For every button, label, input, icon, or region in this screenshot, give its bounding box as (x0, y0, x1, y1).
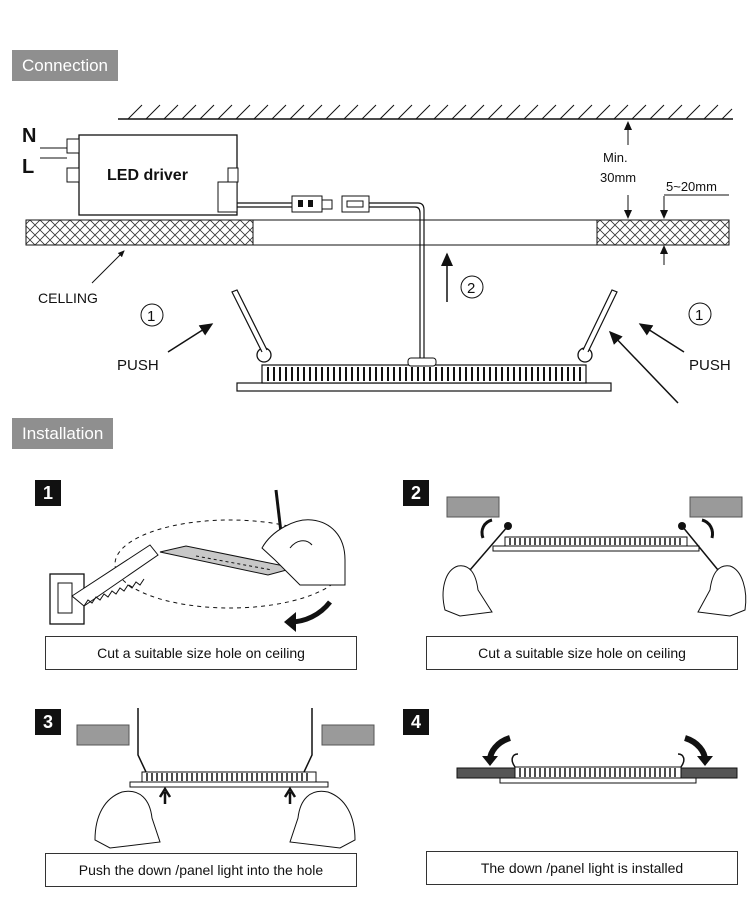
min-value: 30mm (600, 170, 636, 185)
marker-two: 2 (467, 280, 475, 297)
connection-diagram: LED driver N L Min. 30mm 5~20mm (22, 104, 733, 404)
push-callout-left: 1 PUSH (117, 303, 214, 374)
ceiling-board (25, 219, 730, 246)
step-3-caption: Push the down /panel light into the hole (45, 853, 357, 887)
neutral-label: N (22, 125, 36, 147)
hole-template (159, 545, 295, 576)
live-label: L (22, 156, 34, 178)
push-right-label: PUSH (689, 357, 731, 374)
dimension-min-30mm: Min. 30mm (600, 121, 636, 219)
hands-step-2 (442, 565, 747, 617)
step-2-caption: Cut a suitable size hole on ceiling (426, 636, 738, 670)
step-1-caption: Cut a suitable size hole on ceiling (45, 636, 357, 670)
hand-with-pencil (261, 489, 346, 586)
connection-header: Connection (12, 50, 119, 81)
step-3-number: 3 (35, 709, 61, 735)
rotate-arrow-icon (284, 600, 332, 632)
step-1-number: 1 (35, 480, 61, 506)
thickness-label: 5~20mm (666, 179, 717, 194)
panel-light (231, 289, 618, 392)
push-left-label: PUSH (117, 357, 159, 374)
panel-light-step-4 (499, 753, 697, 784)
step-2-number: 2 (403, 480, 429, 506)
mains-input: N L (22, 125, 67, 178)
panel-light-step-2 (469, 522, 719, 571)
marker-one-right: 1 (695, 307, 703, 324)
structural-ceiling (118, 104, 733, 120)
panel-light-step-3 (129, 771, 329, 788)
ceiling-label: CELLING (38, 290, 98, 306)
installation-header: Installation (12, 418, 114, 449)
marker-one-left: 1 (147, 308, 155, 325)
driver-label: LED driver (107, 167, 188, 184)
lift-callout: 2 (441, 252, 484, 302)
ceiling-callout: CELLING (38, 250, 125, 306)
ceiling-board-step-4 (456, 767, 738, 779)
dimension-board-thickness: 5~20mm (660, 179, 729, 265)
push-callout-right: 1 PUSH (608, 302, 731, 404)
hands-step-3 (94, 790, 356, 849)
min-label: Min. (603, 150, 628, 165)
step-4-caption: The down /panel light is installed (426, 851, 738, 885)
led-driver: LED driver (66, 134, 239, 216)
output-cable (237, 195, 425, 360)
saw-icon (49, 544, 159, 625)
step-4-number: 4 (403, 709, 429, 735)
